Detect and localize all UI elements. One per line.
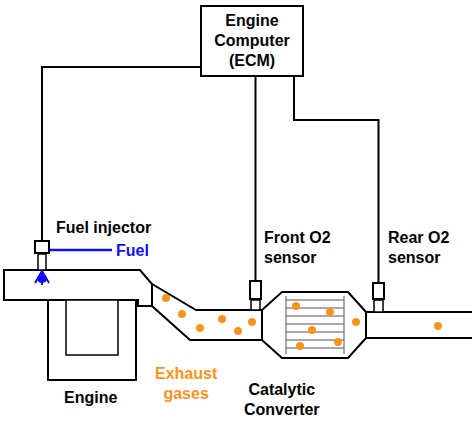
core-line: [286, 324, 344, 325]
gas-dot: [196, 324, 204, 332]
core-line: [286, 348, 344, 349]
part-name: Rear O2 sensor: [388, 228, 469, 268]
box-title: Engine Computer (ECM): [214, 11, 290, 71]
core-line: [286, 316, 344, 317]
core-line: [344, 296, 345, 354]
gas-dot: [434, 322, 442, 330]
computer-box: Engine Computer (ECM): [200, 5, 304, 77]
gas-dot: [162, 294, 170, 302]
injector-nozzle: [38, 254, 46, 270]
exhaust-manifold: [152, 284, 262, 340]
sensor-body: Front O2 sensor: [249, 280, 262, 300]
gas-dot: [308, 326, 316, 334]
gas-dot: [218, 315, 226, 323]
sensor-thread: [251, 300, 260, 310]
sensor-body: Rear O2 sensor: [372, 282, 385, 300]
gas-dot: [334, 338, 342, 346]
gas-dot: [292, 302, 300, 310]
signal-wire: [42, 67, 200, 240]
injector-body: Fuel injector: [34, 240, 50, 254]
fuel-line: [50, 249, 112, 252]
converter-core: [286, 296, 344, 354]
core-line: [286, 300, 344, 301]
engine-block: [48, 300, 136, 380]
gas-dot: [234, 327, 242, 335]
gas-dot: [178, 310, 186, 318]
fuel-spray: [35, 271, 49, 285]
gas-dot: [352, 318, 360, 326]
exhaust-particles: [162, 294, 442, 350]
exhaust-label: Exhaust gases: [155, 364, 217, 404]
sensor-thread: [374, 300, 383, 312]
core-line: [286, 296, 287, 354]
catalytic-converter: [262, 292, 366, 358]
part-label: Engine: [64, 388, 117, 408]
gas-dot: [326, 308, 334, 316]
part-name: Fuel injector: [56, 218, 151, 238]
cylinder: [66, 300, 118, 355]
part-label: Catalytic Converter: [244, 380, 320, 420]
gas-dot: [296, 342, 304, 350]
fuel-spray: [37, 275, 47, 283]
signal-wire: [255, 77, 257, 280]
fuel-label: Fuel: [116, 241, 149, 261]
part-name: Front O2 sensor: [264, 228, 345, 268]
gas-dot: [248, 318, 256, 326]
tail-pipe: [366, 312, 472, 338]
